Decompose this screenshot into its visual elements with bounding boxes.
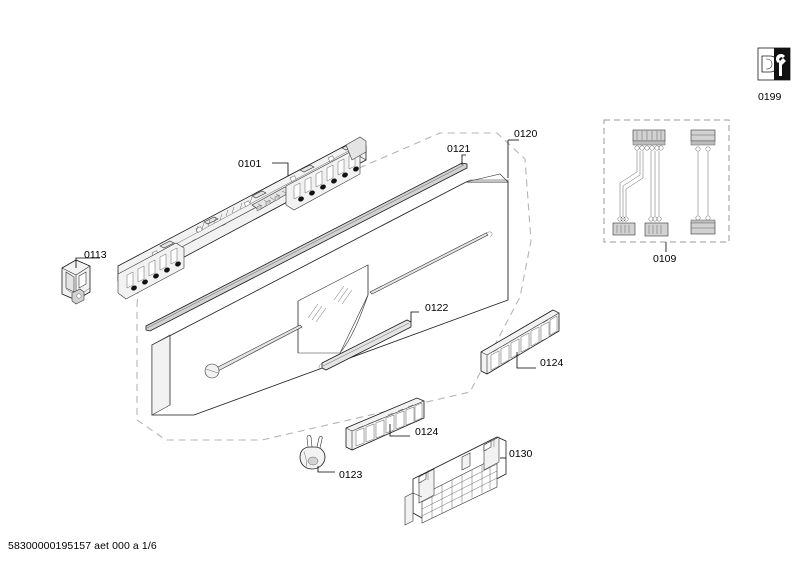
- footer-text: 58300000195157 aet 000 a 1/6: [8, 540, 157, 552]
- label-0122: 0122: [425, 302, 449, 314]
- label-0113: 0113: [84, 249, 107, 261]
- leader-0124-right: [516, 352, 536, 369]
- label-0124-right: 0124: [540, 357, 564, 369]
- door-handle-strip: [318, 319, 412, 371]
- label-0124-left: 0124: [415, 426, 439, 438]
- pcb-keys-right: [285, 136, 367, 211]
- control-pcb: [117, 136, 367, 300]
- control-panel-body: [151, 173, 509, 416]
- leader-0123: [317, 466, 335, 473]
- label-0123: 0123: [339, 469, 363, 481]
- multi-wire-harness: [612, 129, 669, 237]
- leader-0121: [461, 154, 466, 165]
- leader-0101: [272, 162, 289, 176]
- pcb-keys-left: [117, 242, 185, 300]
- service-tool-icon: [757, 47, 791, 81]
- panel-bracket: [404, 436, 507, 526]
- button-strip-right: [480, 309, 560, 375]
- leader-0113: [75, 257, 100, 268]
- pcb-components: [191, 196, 253, 242]
- label-0121: 0121: [447, 143, 471, 155]
- label-0101: 0101: [238, 158, 262, 170]
- cable-harness-group: [603, 119, 730, 252]
- label-0109: 0109: [653, 253, 677, 265]
- pcb-display-module: [251, 186, 293, 212]
- label-0199: 0199: [758, 91, 782, 103]
- rotary-knob: [299, 434, 326, 470]
- leader-0124-left: [389, 424, 410, 437]
- two-wire-harness: [690, 129, 716, 235]
- leader-0122: [410, 311, 419, 322]
- label-0120: 0120: [514, 128, 538, 140]
- button-strip-left: [345, 397, 425, 451]
- label-0130: 0130: [509, 448, 533, 460]
- retaining-clip: [61, 259, 91, 305]
